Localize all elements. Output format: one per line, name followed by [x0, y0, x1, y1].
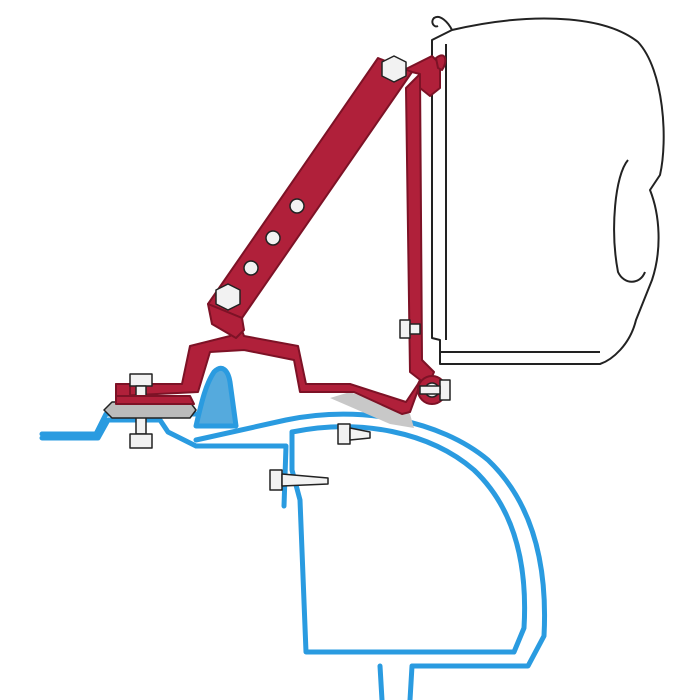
bracket-top-clip — [403, 55, 441, 97]
bracket-top-hook — [435, 54, 447, 71]
bracket-rear-leg — [405, 73, 435, 387]
screw-lower-icon — [269, 469, 329, 491]
mounting-arm — [207, 57, 413, 339]
arm-hole-3 — [243, 260, 259, 276]
awning-front-lip — [613, 159, 646, 283]
roof-flange-lower — [39, 417, 289, 509]
awning-hook — [431, 16, 453, 31]
arm-strut — [207, 57, 413, 319]
hex-bolt-bottom-icon — [215, 283, 241, 311]
bolts — [103, 55, 451, 449]
screw-upper-icon — [337, 423, 371, 445]
bracket-jaw — [115, 395, 195, 405]
hex-bolt-rear-icon — [399, 319, 421, 339]
roof-seal — [193, 365, 239, 429]
vehicle-roof-rail — [39, 365, 548, 700]
awning-cassette — [431, 16, 665, 365]
hex-bolt-ring-icon — [419, 379, 451, 401]
arm-hole-2 — [265, 230, 281, 246]
roof-pillar — [377, 663, 385, 700]
arm-hole-1 — [289, 198, 305, 214]
roof-curve-inner — [289, 424, 528, 655]
hex-bolt-top-icon — [381, 55, 407, 83]
serrated-washer — [103, 401, 197, 419]
roof-curve-outer — [193, 411, 548, 700]
screws — [269, 423, 371, 491]
arm-lower-joint — [207, 303, 245, 339]
awning-housing — [431, 17, 665, 365]
gasket-pad — [330, 392, 414, 428]
